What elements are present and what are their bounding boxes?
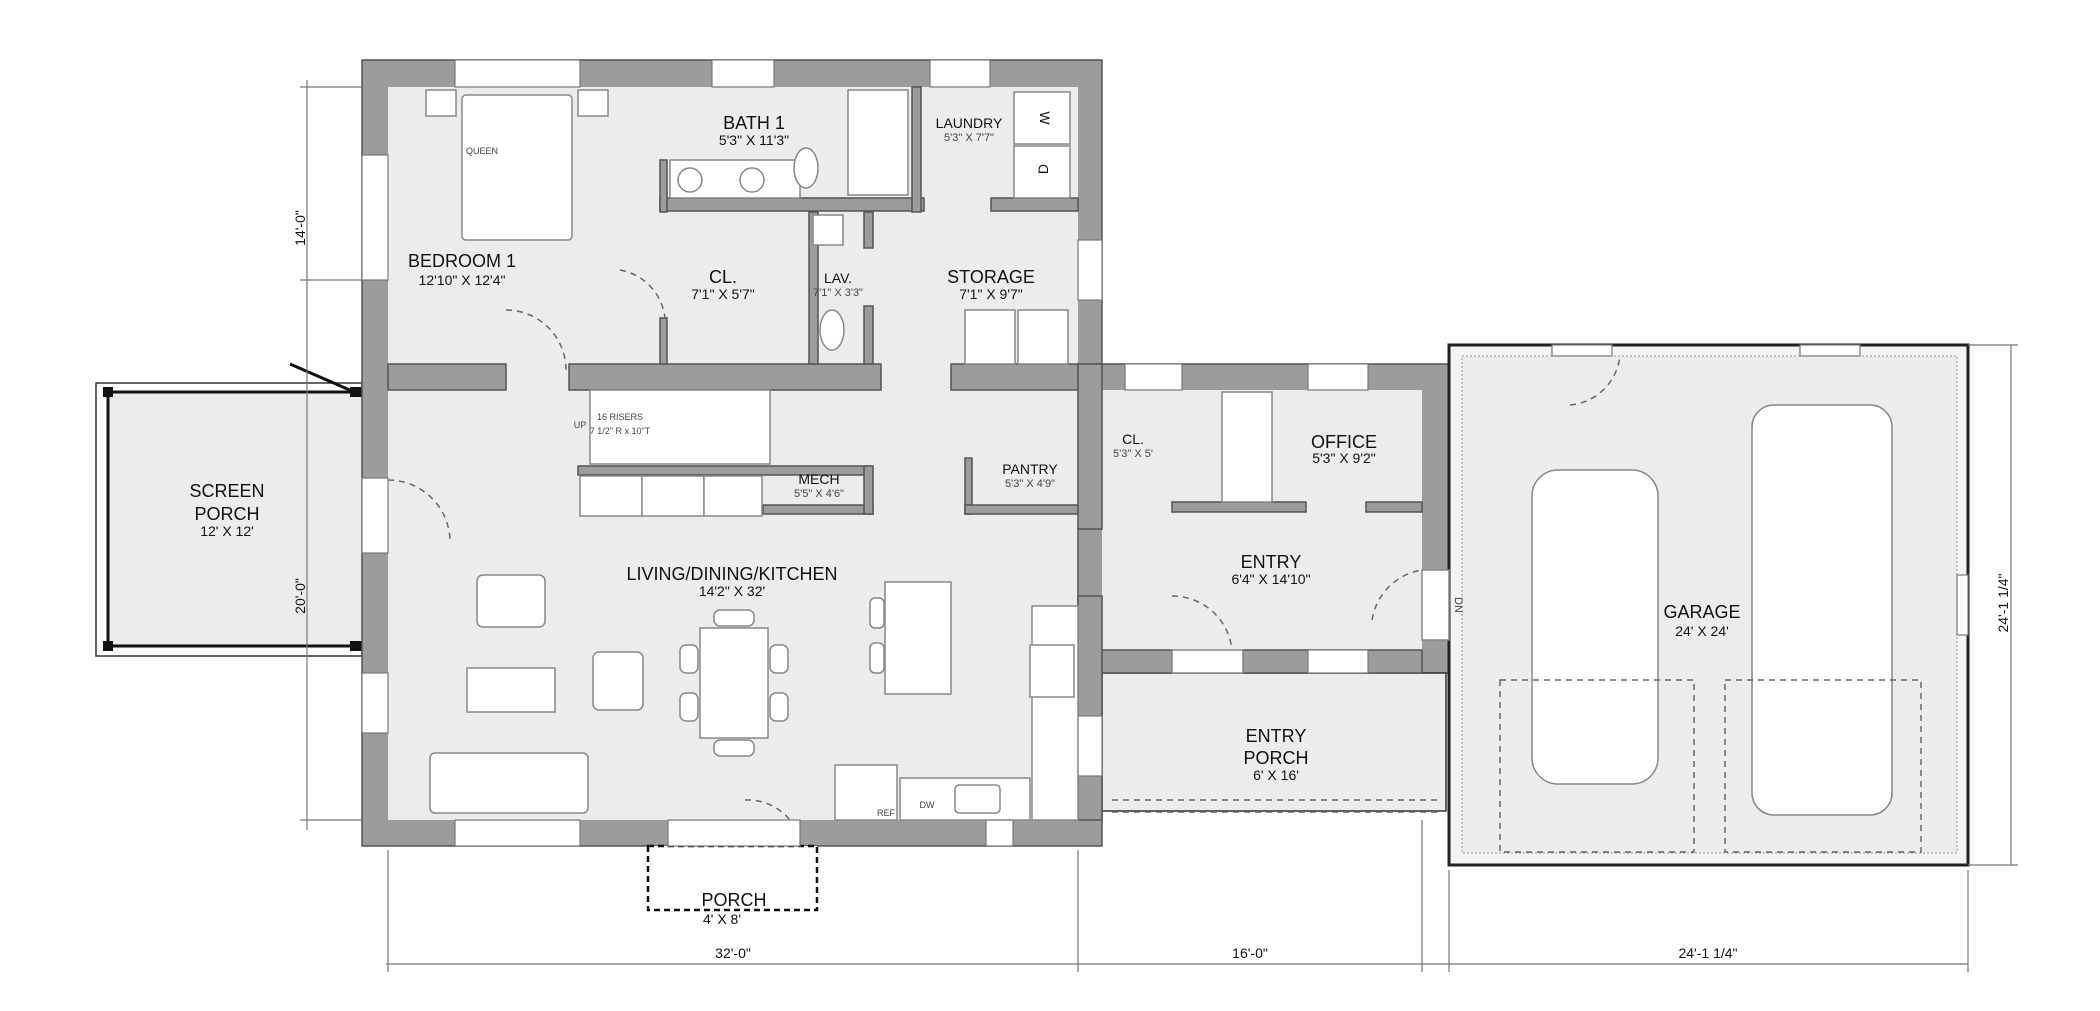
room-label: MECH bbox=[798, 471, 839, 487]
room-label: LAV. bbox=[824, 270, 852, 286]
kitchen-island bbox=[884, 581, 952, 695]
dimension-label: 24'-1 1/4" bbox=[1678, 945, 1737, 961]
door-swings bbox=[387, 269, 1621, 821]
room-label: ENTRY bbox=[1241, 552, 1302, 572]
dimension-label: 16'-0" bbox=[1232, 945, 1268, 961]
fridge bbox=[834, 764, 898, 821]
shower bbox=[847, 89, 909, 196]
room-label: PORCH bbox=[1243, 748, 1308, 768]
dimensions: 32'-0" 16'-0" 24'-1 1/4" 14'-0" 20'-0" 2… bbox=[292, 80, 2018, 972]
interior-walls bbox=[387, 86, 1450, 821]
room-size: 5'3" X 4'9" bbox=[1005, 478, 1055, 490]
room-size: 24' X 24' bbox=[1675, 623, 1729, 639]
room-size: 5'3" X 9'2" bbox=[1312, 450, 1376, 466]
room-size: 12' X 12' bbox=[200, 523, 254, 539]
room-label: PANTRY bbox=[1002, 461, 1058, 477]
room-label: CL. bbox=[1122, 431, 1144, 447]
room-size: 7'1" X 5'7" bbox=[691, 286, 755, 302]
dryer bbox=[1013, 145, 1071, 199]
screen-porch bbox=[95, 362, 363, 657]
room-label: LAUNDRY bbox=[936, 115, 1003, 131]
room-size: 12'10" X 12'4" bbox=[419, 272, 506, 288]
room-size: 7'1" X 3'3" bbox=[813, 287, 863, 299]
washer bbox=[1013, 91, 1071, 145]
fixture-labels: QUEEN W D REF DW UP 16 RISERS 7 1/2" R x… bbox=[466, 111, 1464, 818]
room-label: BEDROOM 1 bbox=[408, 251, 516, 271]
room-label: STORAGE bbox=[947, 267, 1035, 287]
dimension-label: 32'-0" bbox=[715, 945, 751, 961]
room-label: BATH 1 bbox=[723, 113, 785, 133]
range bbox=[1029, 644, 1075, 698]
queen-bed bbox=[461, 94, 573, 241]
room-size: 14'2" X 32' bbox=[699, 583, 765, 599]
room-size: 7'1" X 9'7" bbox=[959, 286, 1023, 302]
dimension-label: 14'-0" bbox=[292, 210, 308, 246]
dimension-label: 20'-0" bbox=[292, 578, 308, 614]
sofa bbox=[429, 752, 589, 814]
room-size: 5'3" X 5' bbox=[1113, 448, 1153, 460]
room-size: 4' X 8' bbox=[703, 911, 741, 927]
toilet-icon bbox=[793, 147, 819, 189]
dining-table bbox=[699, 627, 769, 739]
garage-stair-label: DN bbox=[1452, 597, 1464, 613]
coffee-table bbox=[466, 667, 556, 713]
furniture bbox=[425, 89, 1922, 853]
windows bbox=[361, 59, 1969, 847]
fridge-label: REF bbox=[877, 808, 896, 818]
desk bbox=[1221, 391, 1273, 503]
room-size: 6'4" X 14'10" bbox=[1231, 571, 1310, 587]
room-labels: BEDROOM 1 12'10" X 12'4" BATH 1 5'3" X 1… bbox=[189, 113, 1740, 927]
armchair bbox=[476, 574, 546, 628]
dimension-label: 24'-1 1/4" bbox=[1995, 573, 2011, 632]
room-size: 5'3" X 11'3" bbox=[719, 132, 789, 148]
room-label: PORCH bbox=[194, 504, 259, 524]
room-size: 6' X 16' bbox=[1253, 767, 1299, 783]
kitchen-counter bbox=[1031, 605, 1079, 821]
room-label: ENTRY bbox=[1246, 726, 1307, 746]
pickup-truck bbox=[1751, 404, 1893, 816]
room-label: PORCH bbox=[701, 890, 766, 910]
stair-risers-label: 16 RISERS bbox=[597, 412, 643, 422]
stair-spec-label: 7 1/2" R x 10"T bbox=[590, 426, 651, 436]
car-small bbox=[1531, 469, 1659, 785]
room-label: CL. bbox=[709, 267, 737, 287]
room-size: 5'5" X 4'6" bbox=[794, 488, 844, 500]
washer-label: W bbox=[1037, 111, 1053, 125]
room-label: SCREEN bbox=[189, 481, 264, 501]
stair-up-label: UP bbox=[574, 420, 587, 430]
bed-label: QUEEN bbox=[466, 146, 498, 156]
room-label: GARAGE bbox=[1663, 602, 1740, 622]
room-size: 5'3" X 7'7" bbox=[944, 132, 994, 144]
dishwasher-label: DW bbox=[920, 800, 935, 810]
dryer-label: D bbox=[1035, 164, 1051, 174]
room-label: LIVING/DINING/KITCHEN bbox=[626, 564, 837, 584]
room-label: OFFICE bbox=[1311, 432, 1377, 452]
entry-porch-floor bbox=[1101, 672, 1447, 812]
